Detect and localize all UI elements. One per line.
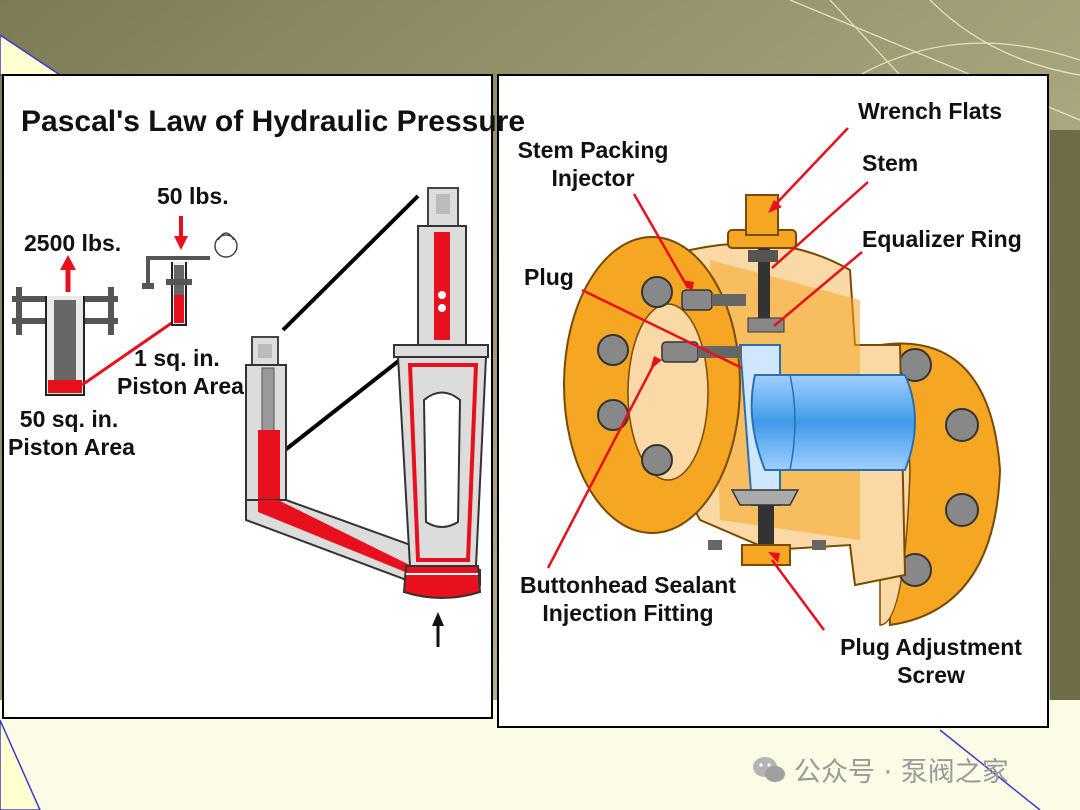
left-flange (563, 236, 741, 534)
wechat-icon (753, 756, 785, 782)
small-cylinder (142, 232, 238, 326)
label-2500-lbs: 2500 lbs. (24, 230, 122, 256)
hydraulic-jack (245, 187, 489, 599)
watermark: 公众号 · 泵阀之家 (752, 750, 1009, 789)
plug-adjustment-line1: Plug Adjustment (840, 634, 1022, 660)
buttonhead-line1: Buttonhead Sealant (520, 572, 736, 598)
buttonhead-line2: Injection Fitting (542, 599, 714, 626)
label-small-piston-area: 1 sq. in. Piston Area (117, 345, 244, 400)
label-plug: Plug (524, 264, 574, 290)
diagram-title: Pascal's Law of Hydraulic Pressure (21, 105, 526, 138)
injectors (661, 289, 746, 363)
watermark-text: 公众号 · 泵阀之家 (794, 757, 1009, 788)
label-buttonhead-fitting: Buttonhead Sealant Injection Fitting (506, 572, 750, 627)
left-panel (2, 74, 493, 719)
small-piston-line2: Piston Area (117, 372, 244, 399)
stem-packing-line1: Stem Packing (517, 137, 669, 163)
right-panel (497, 74, 1049, 728)
label-large-piston-area: 50 sq. in. Piston Area (8, 406, 135, 461)
large-piston-line1: 50 sq. in. (19, 406, 119, 432)
leader-lines (546, 127, 869, 631)
label-stem: Stem (862, 150, 919, 176)
stem-assembly (708, 194, 826, 566)
plug-adjustment-line2: Screw (897, 661, 965, 688)
label-50-lbs: 50 lbs. (157, 183, 229, 209)
label-stem-packing-injector: Stem Packing Injector (510, 137, 676, 192)
large-cylinder (12, 287, 118, 396)
label-equalizer-ring: Equalizer Ring (862, 226, 1022, 252)
label-wrench-flats: Wrench Flats (858, 98, 1002, 124)
stem-packing-line2: Injector (551, 164, 635, 191)
small-cylinder-link (81, 318, 177, 387)
large-piston-line2: Piston Area (8, 433, 135, 460)
small-piston-line1: 1 sq. in. (134, 345, 220, 371)
label-plug-adjustment-screw: Plug Adjustment Screw (830, 634, 1032, 689)
plug-and-bore (738, 344, 916, 506)
